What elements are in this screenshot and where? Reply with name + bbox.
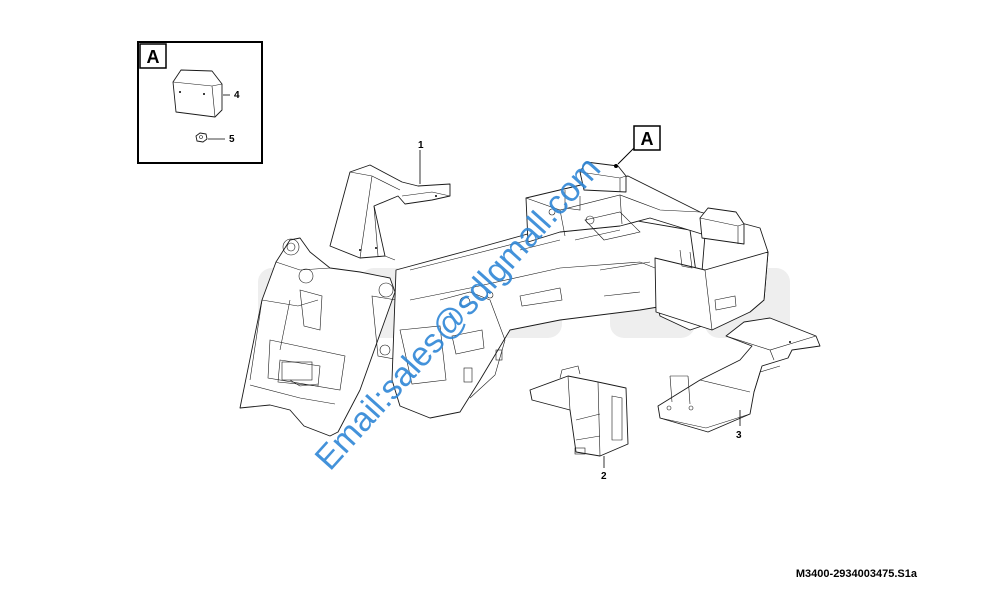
detail-view-a: A 4 5 bbox=[137, 41, 263, 164]
callout-5: 5 bbox=[229, 134, 235, 145]
rear-frame bbox=[391, 161, 769, 419]
detail-letter: A bbox=[147, 47, 160, 67]
part-3-step: 3 bbox=[657, 317, 821, 441]
section-ref-a: A bbox=[614, 125, 661, 168]
part-1-cover: 1 bbox=[329, 140, 451, 261]
callout-3: 3 bbox=[736, 430, 742, 441]
callout-1: 1 bbox=[418, 140, 424, 151]
part-2-bracket: 2 bbox=[529, 365, 629, 482]
callout-4: 4 bbox=[234, 90, 240, 101]
section-letter: A bbox=[641, 129, 654, 149]
front-frame bbox=[239, 237, 401, 437]
callout-2: 2 bbox=[601, 471, 607, 482]
drawing-code: M3400-2934003475.S1a bbox=[796, 568, 918, 580]
